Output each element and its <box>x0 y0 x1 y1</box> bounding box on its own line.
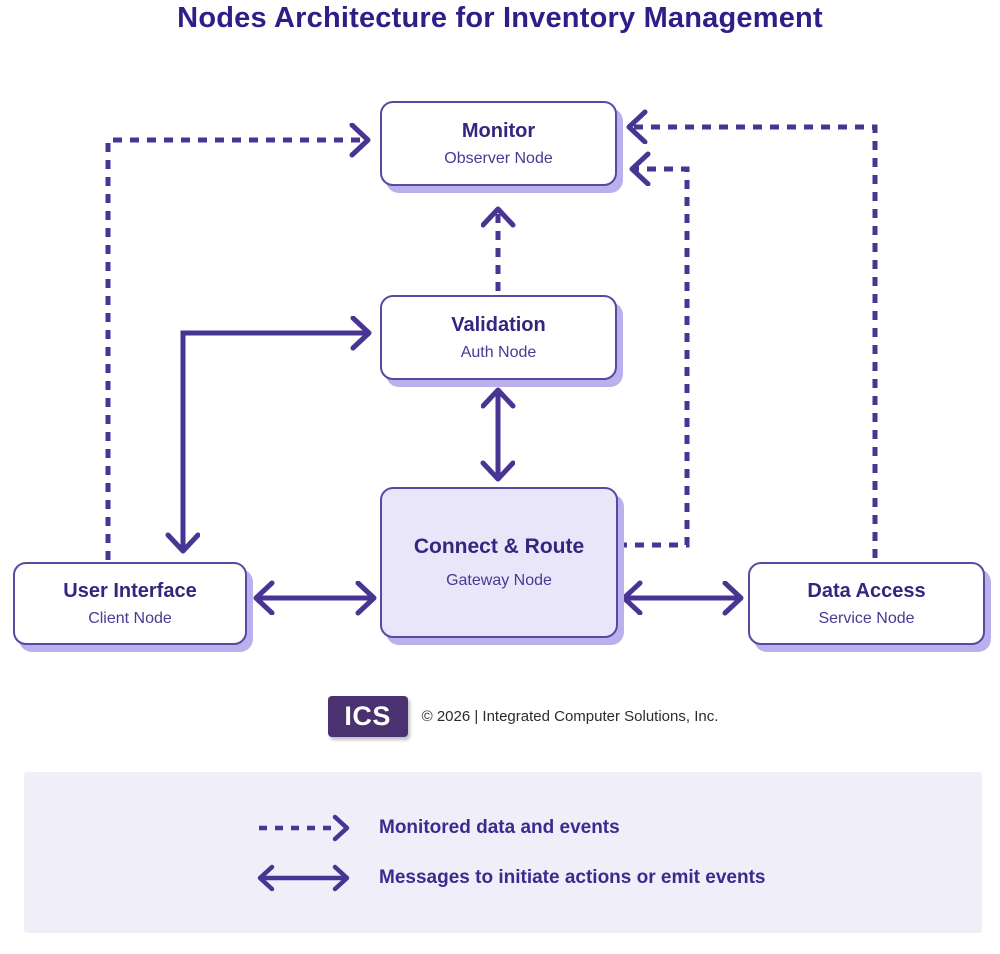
node-data-access: Data Access Service Node <box>748 562 985 645</box>
node-validation: Validation Auth Node <box>380 295 617 380</box>
edge-ui-validation <box>183 333 369 551</box>
legend-item-messages: Messages to initiate actions or emit eve… <box>256 861 982 895</box>
node-monitor-subtitle: Observer Node <box>444 149 553 167</box>
legend-label-messages: Messages to initiate actions or emit eve… <box>379 866 766 888</box>
legend-item-monitored: Monitored data and events <box>256 811 982 845</box>
node-gateway: Connect & Route Gateway Node <box>380 487 618 638</box>
edge-gateway-to-monitor <box>618 169 690 548</box>
footer: ICS © 2026 | Integrated Computer Solutio… <box>0 696 1000 737</box>
node-gateway-subtitle: Gateway Node <box>446 572 552 589</box>
node-monitor: Monitor Observer Node <box>380 101 617 186</box>
double-arrow-icon <box>257 864 350 891</box>
node-monitor-title: Monitor <box>461 119 536 142</box>
node-data-access-subtitle: Service Node <box>818 609 915 627</box>
node-data-access-title: Data Access <box>807 579 926 602</box>
legend-label-monitored: Monitored data and events <box>379 816 620 838</box>
node-user-interface-title: User Interface <box>63 579 197 602</box>
node-gateway-title: Connect & Route <box>413 535 585 558</box>
node-user-interface-subtitle: Client Node <box>88 609 172 627</box>
page-title: Nodes Architecture for Inventory Managem… <box>177 2 823 34</box>
legend-panel: Monitored data and events Messages to in… <box>24 772 982 933</box>
copyright-text: © 2026 | Integrated Computer Solutions, … <box>421 708 719 725</box>
dashed-arrow-icon <box>259 814 350 841</box>
node-validation-subtitle: Auth Node <box>460 343 537 361</box>
edge-ui-to-monitor <box>105 140 368 560</box>
ics-logo: ICS <box>327 696 408 737</box>
node-user-interface: User Interface Client Node <box>13 562 247 645</box>
edge-data-to-monitor <box>629 127 878 558</box>
node-validation-title: Validation <box>451 313 546 336</box>
